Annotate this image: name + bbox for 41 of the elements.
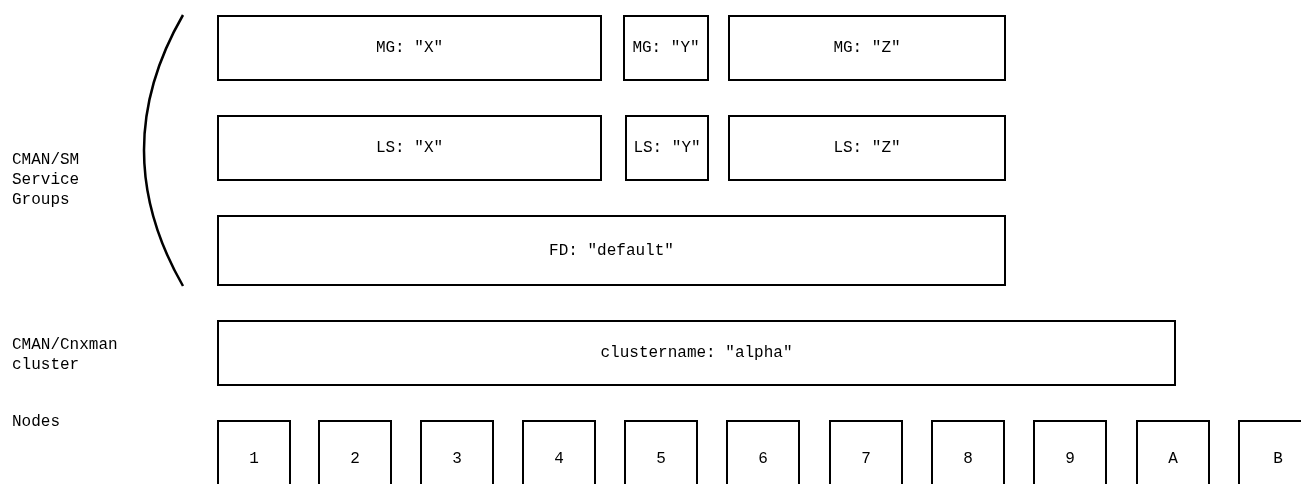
node-box [931,420,1005,484]
box-label: LS: "Y" [633,139,701,157]
box-label: LS: "X" [375,139,444,157]
node-box [624,420,698,484]
box-label: LS: "Z" [833,139,901,157]
group-box [217,215,1006,286]
row-label: Nodes [12,412,61,432]
node-box [1238,420,1301,484]
node-box [522,420,596,484]
group-box [728,115,1006,181]
box-label: A [1168,450,1178,468]
node-box [829,420,903,484]
box-label: 3 [452,450,462,468]
node-box [1136,420,1210,484]
box-label: 9 [1065,450,1075,468]
row-label: CMAN/Cnxman cluster [12,335,119,375]
group-box [217,15,602,81]
box-label: MG: "X" [375,39,444,57]
node-box [1033,420,1107,484]
node-box [318,420,392,484]
node-box [217,420,291,484]
box-label: 6 [758,450,768,468]
box-label: 1 [249,450,259,468]
box-label: FD: "default" [549,241,674,260]
node-box [420,420,494,484]
box-label: 7 [861,450,871,468]
box-label: clustername: "alpha" [600,344,793,362]
group-box [217,115,602,181]
box-label: 2 [350,450,360,468]
box-label: 5 [656,450,666,468]
box-label: 4 [554,450,564,468]
group-box [625,115,709,181]
node-box [726,420,800,484]
group-box [728,15,1006,81]
row-label: CMAN/SM Service Groups [12,150,81,210]
group-box [623,15,709,81]
box-label: 8 [963,450,973,468]
group-box [217,320,1176,386]
box-label: B [1273,450,1283,468]
box-label: MG: "Z" [833,39,901,57]
box-label: MG: "Y" [632,39,700,57]
